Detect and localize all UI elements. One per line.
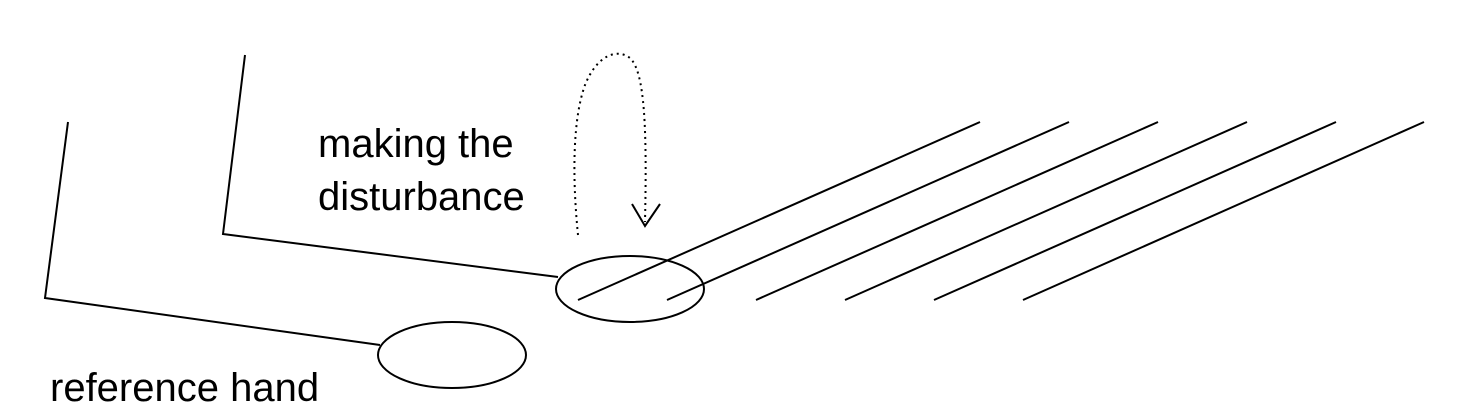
strand-4 bbox=[844, 121, 1248, 301]
reference-hand-label: reference hand bbox=[50, 366, 320, 408]
strand-1 bbox=[577, 121, 981, 301]
disturbing-hand bbox=[555, 255, 705, 323]
strand-6 bbox=[1022, 121, 1425, 301]
strand-2 bbox=[666, 121, 1070, 301]
reference-arm bbox=[43, 121, 381, 346]
motion-arrow-path bbox=[573, 52, 647, 236]
motion-arrow-head bbox=[631, 203, 661, 228]
disturbing-arm bbox=[221, 54, 559, 278]
disturbance-label-line1: making the bbox=[318, 122, 514, 166]
reference-hand bbox=[377, 321, 527, 389]
strand-3 bbox=[755, 121, 1159, 301]
strand-5 bbox=[933, 121, 1337, 301]
disturbance-label-line2: disturbance bbox=[318, 175, 525, 219]
